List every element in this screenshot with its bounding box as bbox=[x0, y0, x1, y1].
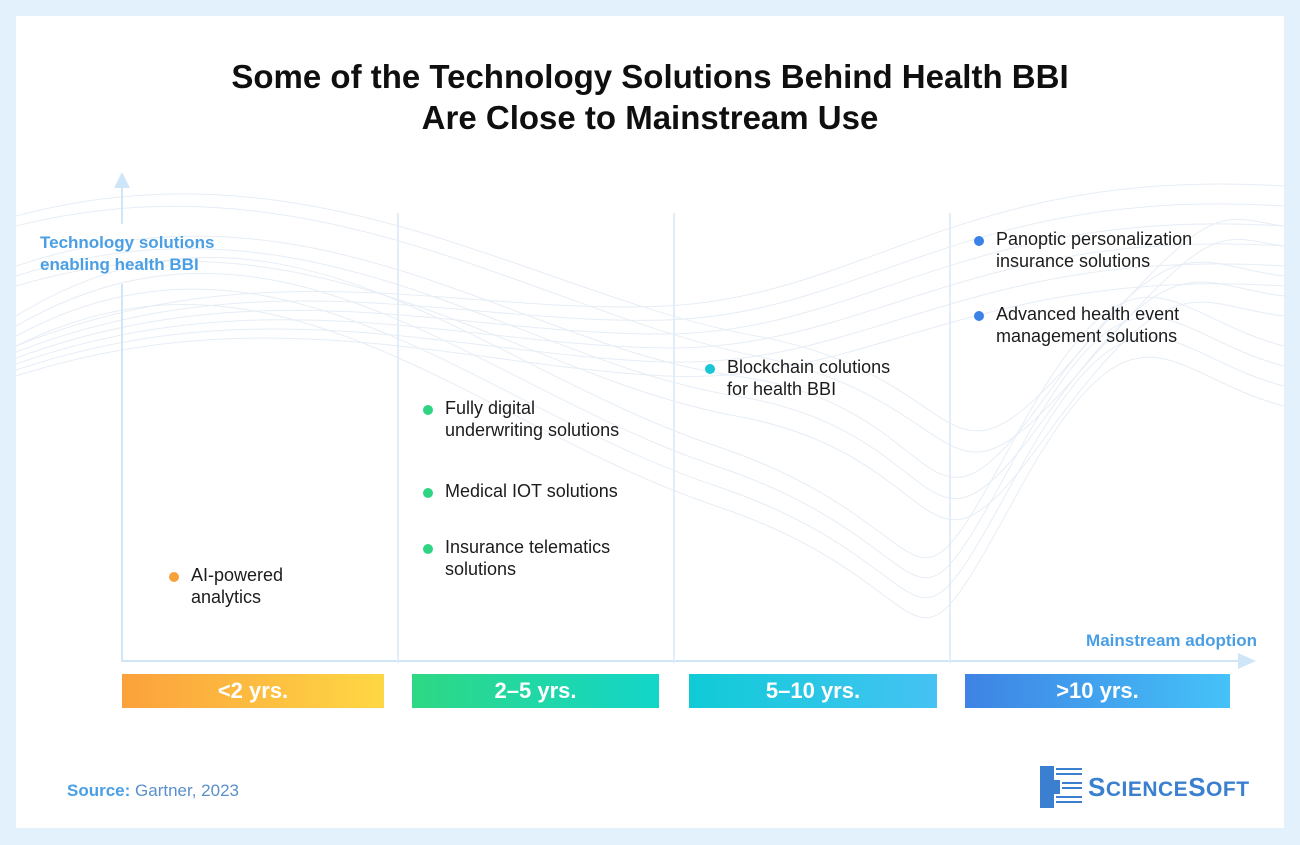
solution-label-line: analytics bbox=[191, 587, 262, 607]
solution-label-line: Insurance telematics bbox=[445, 537, 611, 557]
source-text: Gartner, 2023 bbox=[135, 781, 239, 800]
sciencesoft-logo: SCIENCESOFT bbox=[1040, 766, 1250, 808]
column-divider-1 bbox=[397, 213, 399, 663]
y-axis-arrow bbox=[114, 172, 130, 188]
y-axis-label-line-1: Technology solutions bbox=[40, 233, 215, 252]
solution-label: Fully digital underwriting solutions bbox=[445, 397, 619, 441]
range-pill-under-2: <2 yrs. bbox=[122, 674, 384, 708]
dot-green bbox=[423, 488, 433, 498]
solution-item: Medical IOT solutions bbox=[423, 480, 618, 502]
x-axis-label: Mainstream adoption bbox=[1086, 631, 1257, 650]
solution-label-line: AI-powered bbox=[191, 565, 284, 585]
solution-item: Insurance telematics solutions bbox=[423, 536, 610, 580]
dot-blue bbox=[974, 236, 984, 246]
solution-label: Blockchain colutions for health BBI bbox=[727, 356, 890, 400]
column-divider-3 bbox=[949, 213, 951, 663]
logo-letters: OFT bbox=[1206, 777, 1250, 801]
dot-teal bbox=[705, 364, 715, 374]
solution-label-line: underwriting solutions bbox=[445, 420, 620, 440]
logo-letter: S bbox=[1088, 771, 1106, 802]
solution-label: AI-powered analytics bbox=[191, 564, 283, 608]
solution-label-line: Medical IOT solutions bbox=[445, 481, 618, 501]
solution-label-line: Fully digital bbox=[445, 398, 536, 418]
solution-item: Blockchain colutions for health BBI bbox=[705, 356, 890, 400]
x-axis-arrow bbox=[1238, 653, 1256, 669]
dot-green bbox=[423, 405, 433, 415]
range-pill-2-5: 2–5 yrs. bbox=[412, 674, 659, 708]
source-note: Source: Gartner, 2023 bbox=[67, 781, 239, 801]
dot-orange bbox=[169, 572, 179, 582]
y-axis-label: Technology solutions enabling health BBI bbox=[40, 232, 214, 276]
solution-label: Advanced health event management solutio… bbox=[996, 303, 1179, 347]
axes bbox=[114, 172, 1256, 669]
solution-label-line: management solutions bbox=[996, 326, 1178, 346]
solution-label-line: Advanced health event bbox=[996, 304, 1180, 324]
infographic-card: Some of the Technology Solutions Behind … bbox=[16, 16, 1284, 828]
logo-letter: S bbox=[1188, 771, 1207, 802]
range-pill-over-10: >10 yrs. bbox=[965, 674, 1230, 708]
title-line-2: Are Close to Mainstream Use bbox=[421, 99, 879, 136]
background-wave-decoration bbox=[16, 183, 1284, 619]
solution-label-line: for health BBI bbox=[727, 379, 837, 399]
solution-item: Advanced health event management solutio… bbox=[974, 303, 1179, 347]
page-title: Some of the Technology Solutions Behind … bbox=[16, 56, 1284, 138]
dot-green bbox=[423, 544, 433, 554]
solution-label: Medical IOT solutions bbox=[445, 480, 618, 502]
solution-label-line: Panoptic personalization bbox=[996, 229, 1193, 249]
solution-label-line: solutions bbox=[445, 559, 517, 579]
logo-wordmark: SCIENCESOFT bbox=[1088, 772, 1250, 803]
solution-item: Fully digital underwriting solutions bbox=[423, 397, 619, 441]
title-line-1: Some of the Technology Solutions Behind … bbox=[231, 58, 1069, 95]
solution-item: Panoptic personalization insurance solut… bbox=[974, 228, 1192, 272]
solution-item: AI-powered analytics bbox=[169, 564, 283, 608]
range-pill-5-10: 5–10 yrs. bbox=[689, 674, 937, 708]
scienceSoft-logo-icon bbox=[1040, 766, 1082, 808]
logo-letters: CIENCE bbox=[1105, 777, 1189, 801]
source-label: Source: bbox=[67, 781, 131, 800]
solution-label-line: Blockchain colutions bbox=[727, 357, 891, 377]
solution-label: Panoptic personalization insurance solut… bbox=[996, 228, 1192, 272]
solution-label: Insurance telematics solutions bbox=[445, 536, 610, 580]
column-divider-2 bbox=[673, 213, 675, 663]
solution-label-line: insurance solutions bbox=[996, 251, 1151, 271]
dot-blue bbox=[974, 311, 984, 321]
y-axis-label-line-2: enabling health BBI bbox=[40, 255, 199, 274]
